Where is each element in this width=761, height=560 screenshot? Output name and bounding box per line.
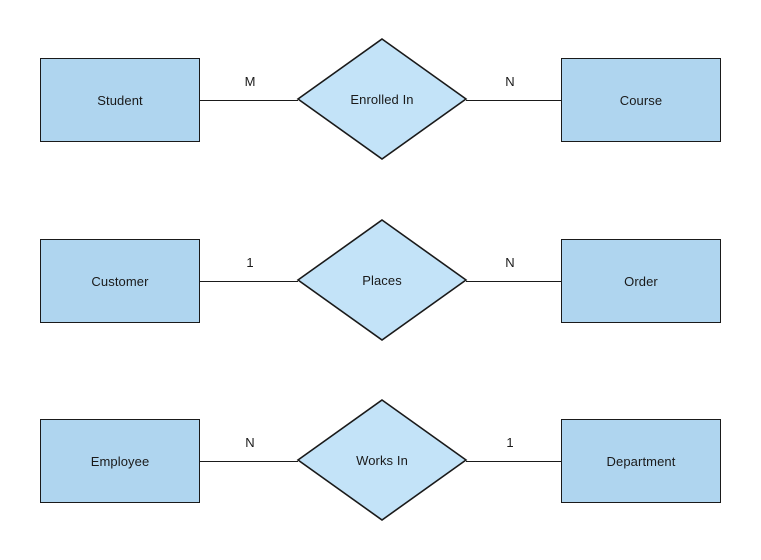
diamond-shape-icon [296, 399, 468, 521]
er-relationship-row: Customer 1 Places N Order [0, 218, 761, 401]
cardinality-label-right: N [505, 74, 515, 89]
connector-line-right [466, 100, 561, 101]
relationship-diamond[interactable]: Places [296, 218, 468, 342]
entity-label-right: Department [606, 453, 676, 469]
relationship-diamond[interactable]: Enrolled In [296, 37, 468, 161]
cardinality-label-left: N [245, 435, 255, 450]
entity-label-right: Course [619, 92, 663, 108]
cardinality-label-right: N [505, 255, 515, 270]
entity-box-left[interactable]: Student [40, 58, 200, 142]
connector-line-left [200, 281, 298, 282]
entity-box-left[interactable]: Customer [40, 239, 200, 323]
diamond-shape-icon [296, 219, 468, 341]
cardinality-label-left: 1 [246, 255, 254, 270]
cardinality-label-left: M [244, 74, 256, 89]
entity-box-right[interactable]: Order [561, 239, 721, 323]
connector-line-right [466, 281, 561, 282]
entity-box-right[interactable]: Department [561, 419, 721, 503]
diamond-shape-icon [296, 38, 468, 160]
connector-line-left [200, 461, 298, 462]
er-relationship-row: Student M Enrolled In N Course [0, 37, 761, 220]
entity-box-right[interactable]: Course [561, 58, 721, 142]
entity-box-left[interactable]: Employee [40, 419, 200, 503]
entity-label-left: Customer [91, 273, 149, 289]
connector-line-right [466, 461, 561, 462]
connector-line-left [200, 100, 298, 101]
entity-label-right: Order [624, 273, 658, 289]
er-relationship-row: Employee N Works In 1 Department [0, 398, 761, 560]
relationship-diamond[interactable]: Works In [296, 398, 468, 522]
entity-label-left: Student [97, 92, 143, 108]
entity-label-left: Employee [90, 453, 150, 469]
cardinality-label-right: 1 [506, 435, 514, 450]
